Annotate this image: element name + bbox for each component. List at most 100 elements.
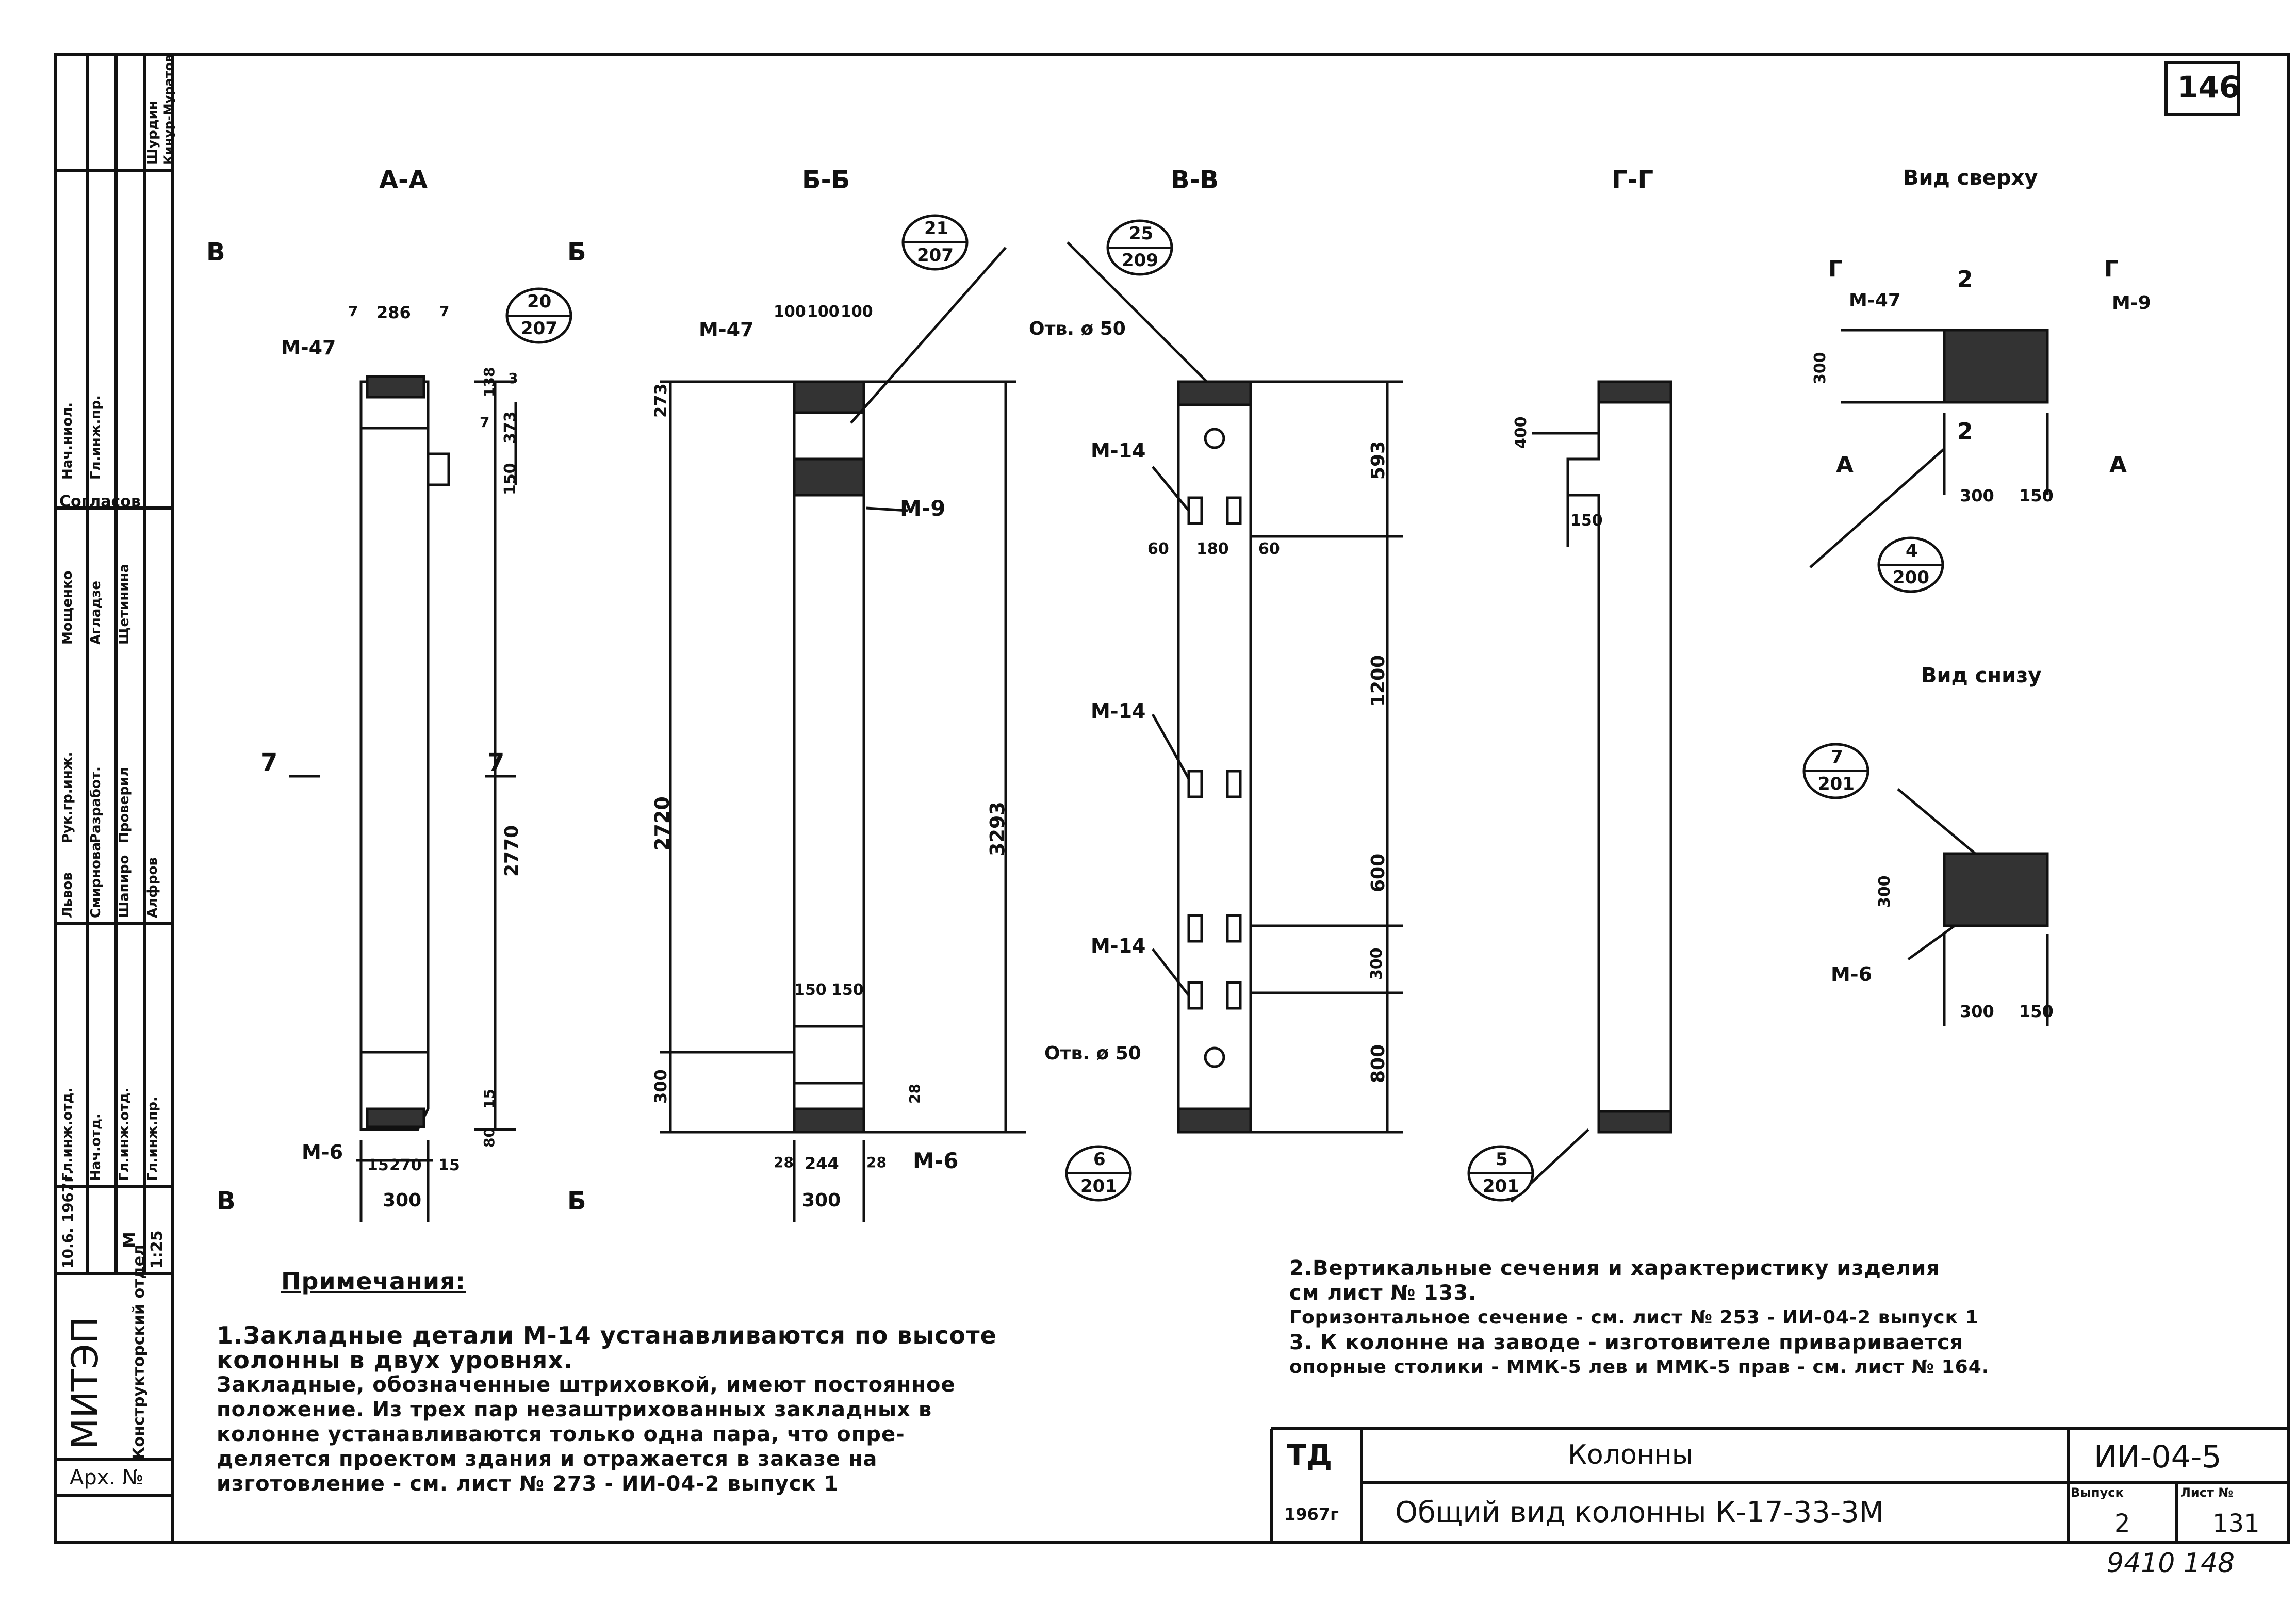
dim-vv-d180: 180: [1196, 540, 1229, 558]
marker-a-left: А: [1836, 452, 1854, 478]
stamp-dept: Конструкторский отдел: [130, 1244, 148, 1460]
part-m47-top: М-47: [1849, 290, 1901, 311]
dim-bb-b28a: 28: [774, 1154, 794, 1171]
callout-7-top: 7: [1831, 747, 1843, 767]
dim-bb-b244: 244: [805, 1154, 839, 1173]
dim-aa-b15b: 15: [438, 1156, 460, 1174]
dim-bb-t100b: 100: [807, 303, 840, 321]
dim-aa-w7b: 7: [439, 303, 450, 320]
callout-7-bottom: 201: [1818, 774, 1855, 794]
callout-4-top: 4: [1906, 541, 1918, 561]
top-view-title: Вид сверху: [1903, 166, 2038, 190]
dim-bb-h28: 28: [906, 1084, 923, 1104]
dim-gg-h400: 400: [1512, 416, 1530, 449]
dim-bb-t100c: 100: [841, 303, 873, 321]
column-aa: [289, 375, 517, 1222]
section-gg-title: Г-Г: [1612, 166, 1654, 194]
dim-aa-b270: 270: [389, 1156, 422, 1174]
note-3-line-2: опорные столики - ММК-5 лев и ММК-5 прав…: [1289, 1356, 1990, 1378]
dim-gg-h150: 150: [1570, 512, 1603, 530]
dim-aa-h373: 373: [501, 411, 519, 444]
stamp-agreed: Согласов: [59, 493, 141, 511]
stamp-name: Щетинина: [117, 563, 132, 645]
dim-bb-s150a: 150: [794, 981, 827, 999]
sheet-value: 131: [2212, 1509, 2260, 1538]
stamp-scale: 1:25: [148, 1230, 166, 1269]
dim-bb-h3293: 3293: [986, 801, 1009, 856]
dim-aa-h7: 7: [480, 414, 490, 431]
note-2-line-2: см лист № 133.: [1289, 1281, 1477, 1305]
note-1-line-2: колонны в двух уровнях.: [217, 1346, 573, 1374]
part-m6-bb: М-6: [913, 1148, 959, 1173]
dim-bottom-h300: 300: [1876, 875, 1894, 908]
marker-7-left: 7: [260, 748, 278, 777]
dim-aa-h150: 150: [501, 463, 519, 495]
section-aa-title: А-А: [379, 166, 428, 194]
dim-aa-h2770: 2770: [501, 825, 522, 877]
part-m14-vv-3: М-14: [1091, 935, 1146, 957]
dim-bb-t100a: 100: [774, 303, 806, 321]
column-vv: [1067, 241, 1403, 1134]
dim-aa-h80: 80: [481, 1127, 498, 1148]
title-block-td: ТД: [1287, 1439, 1333, 1472]
stamp-role: Гл.инж.отд.: [117, 1087, 132, 1181]
dim-aa-h15: 15: [481, 1089, 498, 1109]
dim-vv-d60b: 60: [1258, 540, 1280, 558]
dim-vv-h800: 800: [1368, 1044, 1389, 1083]
marker-b-bottom: Б: [567, 1187, 586, 1216]
callout-5-bottom: 201: [1483, 1176, 1519, 1197]
dim-vv-h593: 593: [1368, 440, 1389, 480]
dim-aa-h138: 138: [481, 367, 498, 397]
dim-bb-b300: 300: [802, 1190, 841, 1211]
callout-21-top: 21: [924, 218, 949, 239]
stamp-name: Кинур-Муратов: [161, 54, 176, 165]
note-2-line-3: Горизонтальное сечение - см. лист № 253 …: [1289, 1307, 1979, 1328]
dim-vv-h600: 600: [1368, 853, 1389, 892]
stamp-scale-m: М: [120, 1232, 139, 1248]
dim-vv-h300: 300: [1368, 947, 1386, 980]
dim-aa-w7a: 7: [348, 303, 358, 320]
dim-vv-h1200: 1200: [1368, 654, 1389, 707]
column-gg: [1510, 380, 1672, 1203]
callout-25-bottom: 209: [1122, 250, 1158, 271]
title-block-year: 1967г: [1284, 1504, 1339, 1524]
dim-aa-w286: 286: [376, 303, 411, 322]
dim-aa-b300: 300: [383, 1190, 422, 1211]
note-1-line-6: деляется проектом здания и отражается в …: [217, 1447, 878, 1471]
notes-heading: Примечания:: [281, 1267, 466, 1295]
stamp-name: Шурдин: [145, 101, 160, 165]
dim-bb-h300: 300: [651, 1069, 670, 1104]
note-3-line-1: 3. К колонне на заводе - изготовителе пр…: [1289, 1331, 1964, 1354]
stamp-name: Агладзе: [88, 580, 104, 645]
bottom-view: [1897, 788, 2049, 1026]
marker-g-right: Г: [2104, 256, 2119, 282]
callout-6-bottom: 201: [1080, 1176, 1117, 1197]
stamp-role: Гл.инж.пр.: [145, 1097, 160, 1181]
dim-top-w150: 150: [2019, 486, 2054, 505]
stamp-role: Нач.отд.: [88, 1114, 104, 1181]
part-m14-vv-1: М-14: [1091, 439, 1146, 462]
note-1-line-5: колонне устанавливаются только одна пара…: [217, 1422, 905, 1446]
dim-top-w300: 300: [1960, 486, 1994, 505]
hole-top-vv: Отв. ø 50: [1029, 318, 1126, 339]
part-m47-bb: М-47: [699, 318, 754, 341]
sheet-frame: [54, 53, 2290, 1544]
sheet-label: Лист №: [2180, 1485, 2234, 1500]
dim-bottom-w300: 300: [1960, 1002, 1994, 1021]
issue-value: 2: [2114, 1509, 2130, 1538]
stamp-role: Нач.ниол.: [60, 402, 75, 480]
callout-20-bottom: 207: [521, 318, 557, 339]
stamp-role: Гл.инж.пр.: [88, 395, 104, 480]
dim-bb-s150b: 150: [831, 981, 864, 999]
dim-bb-h273: 273: [651, 383, 670, 418]
dim-vv-d60a: 60: [1147, 540, 1169, 558]
stamp-name: Мощенко: [60, 570, 75, 645]
part-m14-vv-2: М-14: [1091, 700, 1146, 723]
callout-21-bottom: 207: [917, 245, 954, 266]
callout-4-bottom: 200: [1893, 567, 1929, 588]
part-m9-bb: М-9: [900, 496, 946, 521]
marker-b-top: Б: [567, 238, 586, 267]
marker-v-top: В: [206, 238, 225, 267]
note-1-line-4: положение. Из трех пар незаштрихованных …: [217, 1398, 932, 1421]
callout-5-top: 5: [1496, 1149, 1508, 1170]
